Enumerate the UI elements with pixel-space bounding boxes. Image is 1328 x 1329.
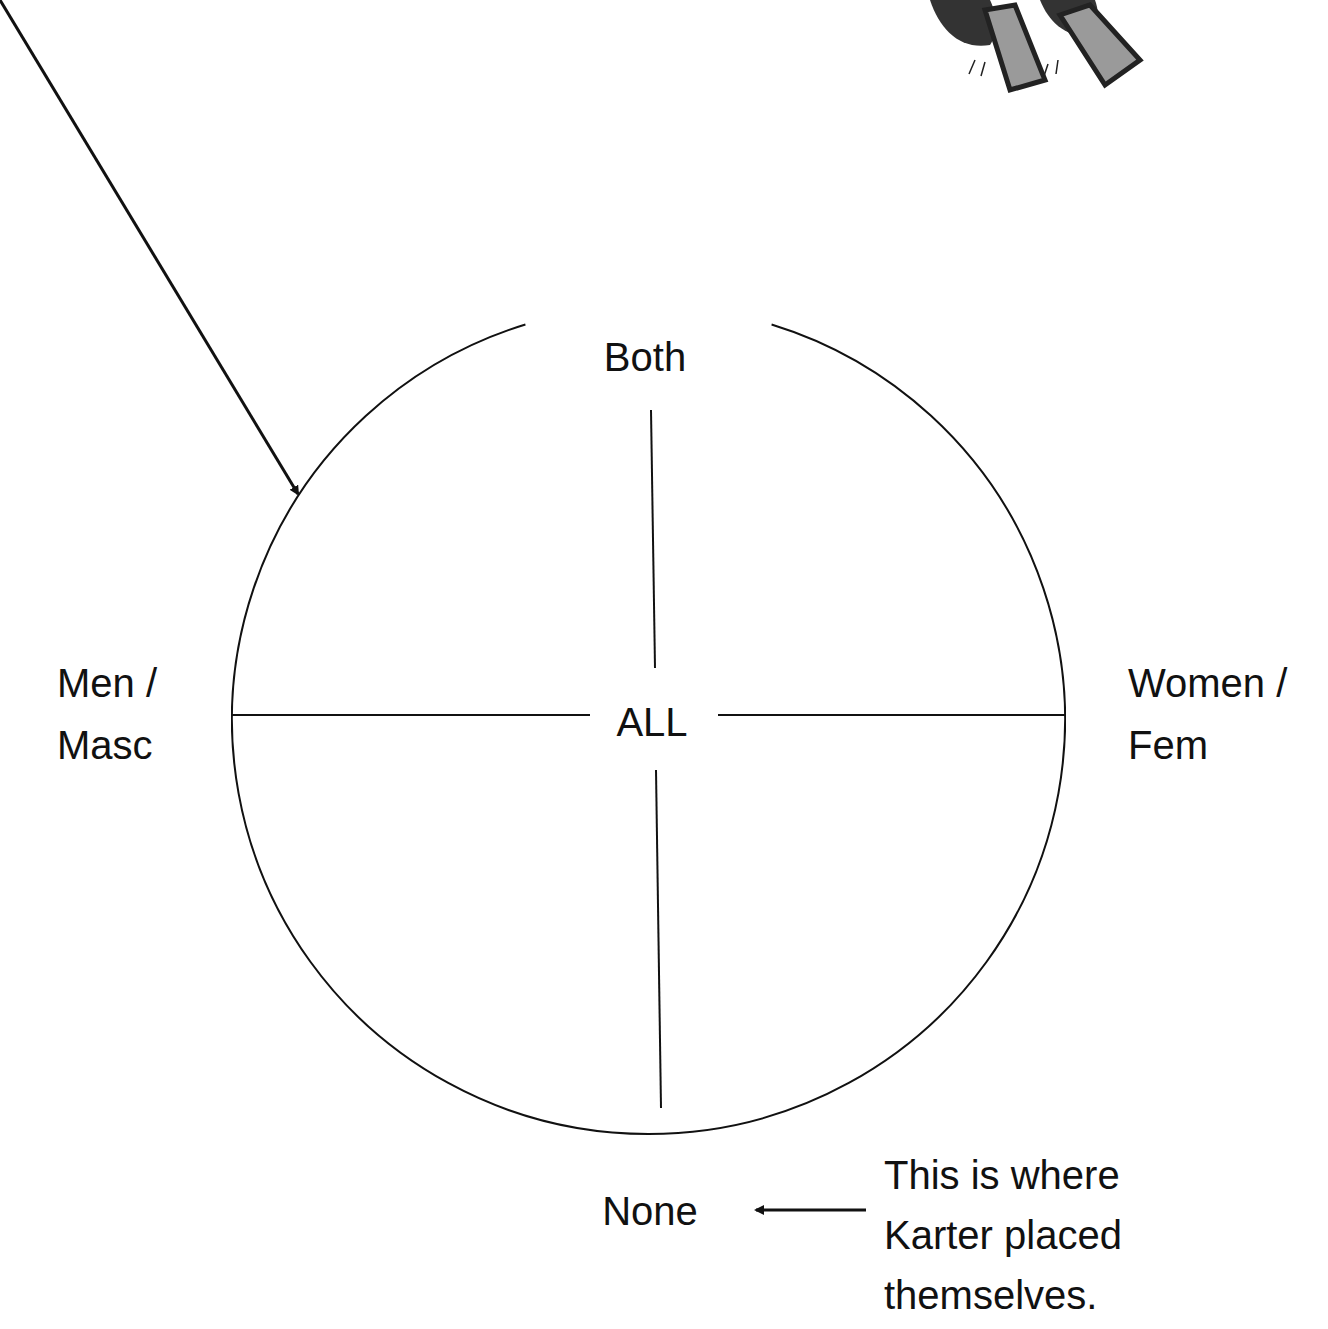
axis-label: None [560,1180,740,1242]
leader-arrow [756,1209,866,1212]
axis-label: Men / Masc [57,652,197,776]
axis-label: Both [545,326,745,388]
center-label: ALL [610,691,693,753]
axis-label: Women / Fem [1128,652,1318,776]
bird-feet [930,0,1140,90]
compass-circle: ALL [231,305,1066,1135]
pointer-arrow [0,0,298,494]
note-text: This is where Karter placed themselves. [884,1145,1184,1325]
